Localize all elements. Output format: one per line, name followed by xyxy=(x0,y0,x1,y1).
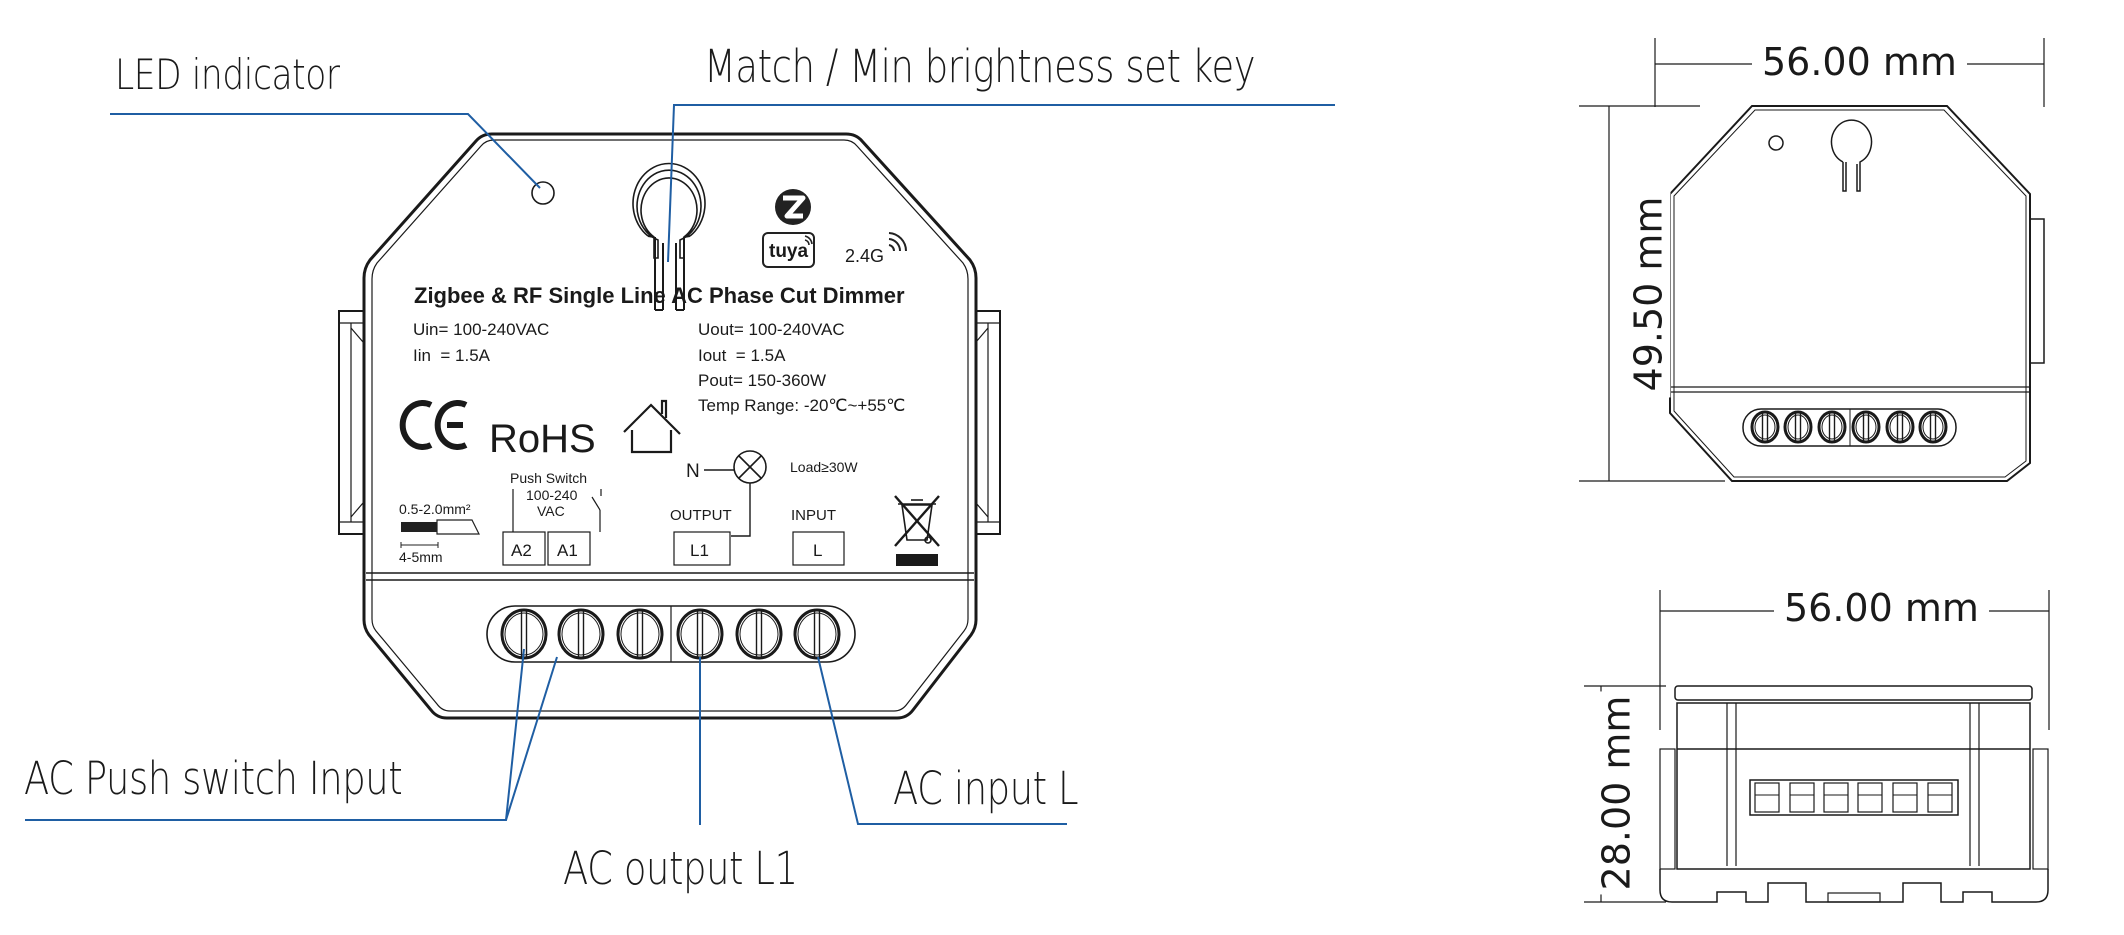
side-view-terminal-slots xyxy=(1754,782,1953,813)
terminal-screw xyxy=(1918,410,1948,444)
callout-input-l: AC input L xyxy=(893,762,1079,815)
dimension-front-width: 56.00 mm xyxy=(1752,40,1967,84)
wire-strip-icon xyxy=(400,519,480,548)
side-tab-right xyxy=(974,310,1001,535)
svg-text:A1: A1 xyxy=(557,541,578,560)
callout-output-l1: AC output L1 xyxy=(563,842,798,895)
wireless-label: 2.4G xyxy=(845,246,884,266)
push-voltage-label-1: 100-240 xyxy=(526,487,578,503)
push-switch-label: Push Switch xyxy=(510,470,587,486)
wifi-icon xyxy=(888,232,908,252)
terminal-screw xyxy=(1783,410,1813,444)
terminal-slot xyxy=(1857,782,1883,813)
spec-iin: Iin = 1.5A xyxy=(413,346,491,365)
output-label: OUTPUT xyxy=(670,507,732,524)
terminal-slot xyxy=(1892,782,1918,813)
terminal-screw xyxy=(557,608,605,660)
indoor-use-house-icon xyxy=(623,399,681,454)
terminal-label-a2: A2 xyxy=(502,531,546,566)
spec-iout: Iout = 1.5A xyxy=(698,346,786,365)
weee-bin-icon xyxy=(894,495,940,566)
load-label: Load≥30W xyxy=(790,459,858,475)
neutral-label: N xyxy=(686,461,700,482)
tuya-logo-icon: tuya xyxy=(762,232,815,268)
device-outline xyxy=(362,132,978,720)
spec-uin: Uin= 100-240VAC xyxy=(413,320,549,339)
terminal-screw xyxy=(735,608,783,660)
side-dimension-view xyxy=(1584,590,2050,903)
terminal-label-a1: A1 xyxy=(547,531,591,566)
callout-push-switch-input: AC Push switch Input xyxy=(24,752,403,805)
led-indicator xyxy=(531,181,555,205)
callout-line-led xyxy=(110,113,541,189)
device-front-view xyxy=(338,132,1001,720)
spec-pout: Pout= 150-360W xyxy=(698,371,826,390)
callout-line-input xyxy=(817,656,1067,825)
terminal-block xyxy=(486,605,856,663)
spec-temp: Temp Range: -20℃~+55℃ xyxy=(698,396,905,415)
dimension-side-width: 56.00 mm xyxy=(1774,586,1989,630)
match-key[interactable] xyxy=(632,162,706,311)
terminal-label-l: L xyxy=(792,531,845,566)
terminal-slot xyxy=(1754,782,1780,813)
terminal-slot xyxy=(1789,782,1815,813)
push-voltage-label-2: VAC xyxy=(537,503,565,519)
terminal-screw xyxy=(1750,410,1780,444)
ce-mark-icon xyxy=(399,400,468,450)
svg-text:A2: A2 xyxy=(511,541,532,560)
spec-uout: Uout= 100-240VAC xyxy=(698,320,845,339)
terminal-screw xyxy=(676,608,724,660)
terminal-screw xyxy=(1851,410,1881,444)
terminal-slot xyxy=(1927,782,1953,813)
dimension-side-height: 28.00 mm xyxy=(1594,691,1639,895)
svg-text:L: L xyxy=(813,541,822,560)
terminal-screw xyxy=(793,608,841,660)
front-view-screws xyxy=(1750,410,1948,444)
terminal-screw xyxy=(1885,410,1915,444)
terminal-screws xyxy=(500,608,841,660)
tuya-text: tuya xyxy=(769,241,809,262)
svg-text:L1: L1 xyxy=(690,541,709,560)
device-title: Zigbee & RF Single Line AC Phase Cut Dim… xyxy=(414,283,905,308)
wire-gauge-label: 0.5-2.0mm² xyxy=(399,501,471,517)
side-tab-left xyxy=(338,310,365,535)
callout-led-indicator: LED indicator xyxy=(115,50,340,99)
terminal-label-l1: L1 xyxy=(673,531,731,566)
dimension-front-height: 49.50 mm xyxy=(1626,190,1671,398)
terminal-screw xyxy=(616,608,664,660)
strip-length-label: 4-5mm xyxy=(399,549,443,565)
terminal-slot xyxy=(1823,782,1849,813)
zigbee-logo-icon xyxy=(775,189,811,225)
input-label: INPUT xyxy=(791,507,836,524)
callout-lines xyxy=(25,104,1335,825)
rohs-mark: RoHS xyxy=(489,417,596,461)
terminal-screw xyxy=(1817,410,1847,444)
callout-line-key xyxy=(667,104,1335,263)
callout-match-key: Match / Min brightness set key xyxy=(704,40,1256,93)
